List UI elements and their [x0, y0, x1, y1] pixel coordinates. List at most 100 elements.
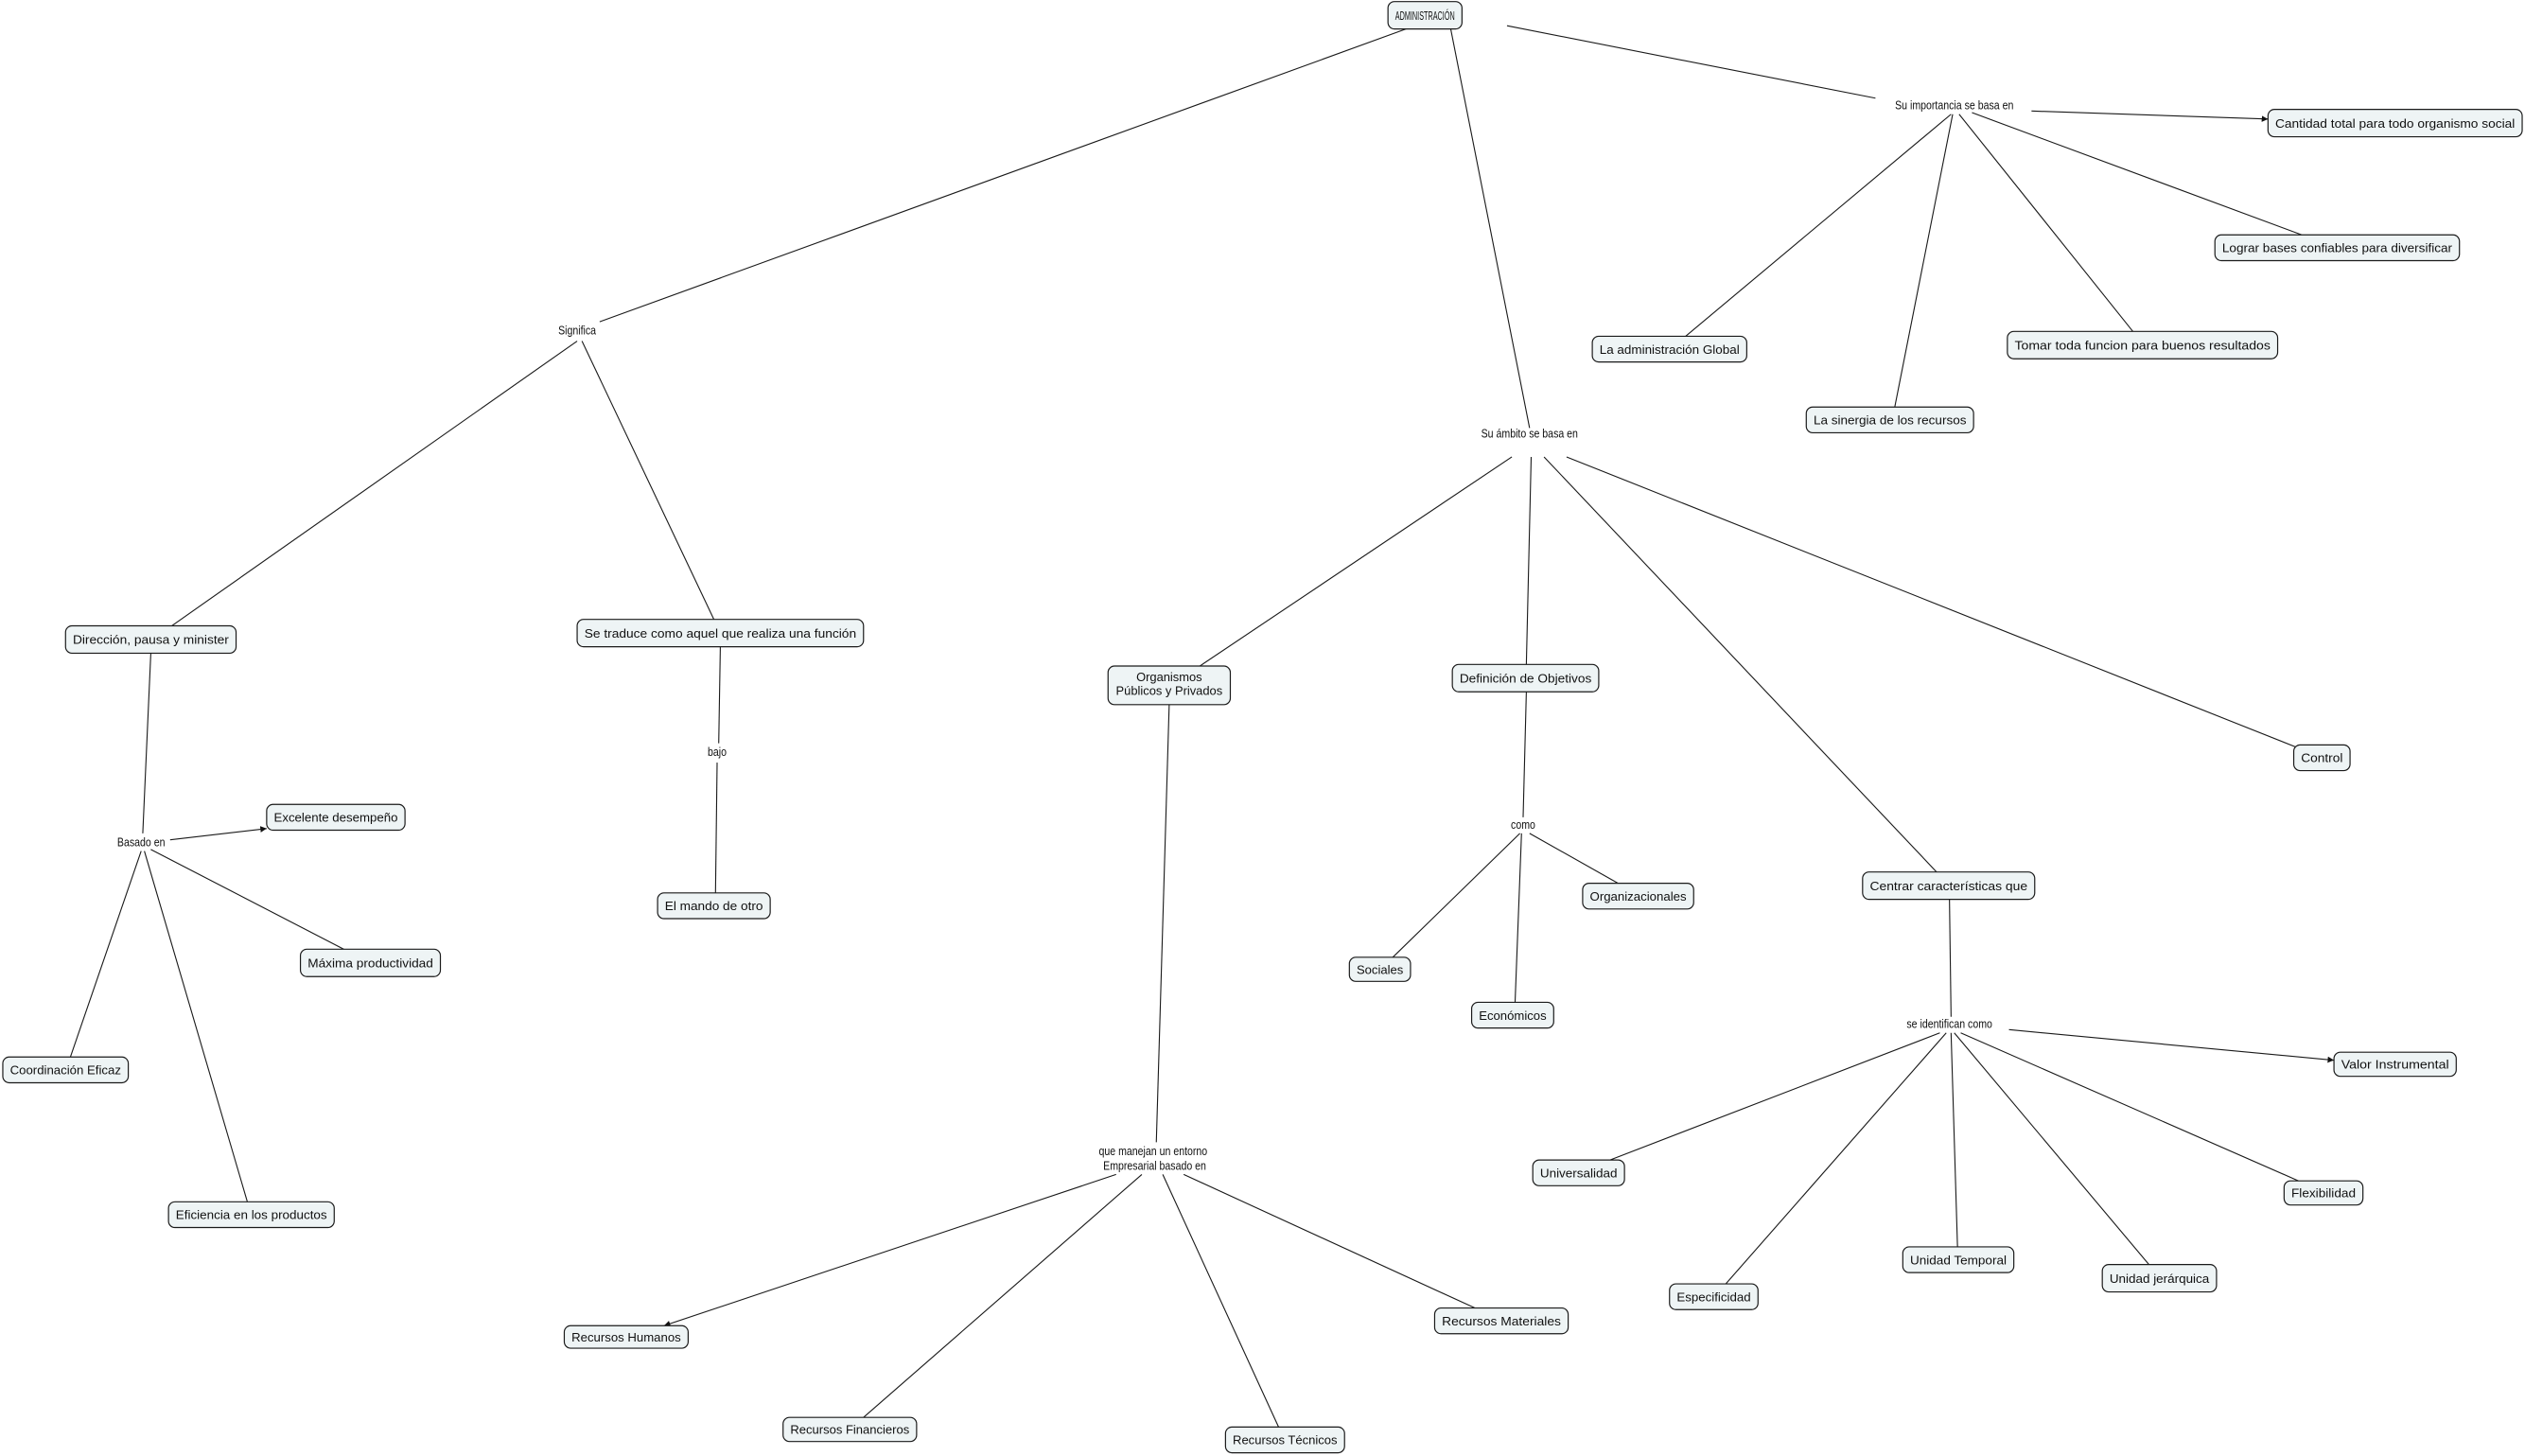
concept-label: Unidad Temporal: [1910, 1253, 2007, 1267]
connector-line: [1162, 1174, 1280, 1428]
connector-line: [144, 851, 248, 1202]
connector-line: [863, 1173, 1143, 1418]
concept-box: [2214, 234, 2461, 262]
concept-box: [2333, 1051, 2457, 1078]
connector-line: [1529, 833, 1619, 885]
concept-tecnicos[interactable]: Recursos Técnicos: [1224, 1426, 1345, 1454]
concept-label: Valor Instrumental: [2341, 1058, 2449, 1072]
concept-label: ADMINISTRACIÓN: [1395, 9, 1455, 23]
connector-line: [1954, 1032, 2149, 1265]
concept-box: [2283, 1180, 2364, 1206]
concept-label: Centrar características que: [1869, 879, 2027, 893]
concept-label: Cantidad total para todo organismo socia…: [2275, 116, 2515, 131]
concept-label: La sinergia de los recursos: [1814, 413, 1967, 428]
concept-excelente[interactable]: Excelente desempeño: [266, 803, 406, 832]
concept-label: Sociales: [1357, 962, 1403, 976]
connector-line: [69, 851, 142, 1058]
concept-global[interactable]: La administración Global: [1591, 335, 1747, 363]
connector-line: [171, 341, 578, 626]
concept-box: [2267, 109, 2523, 138]
concept-label: Se traduce como aquel que realiza una fu…: [585, 626, 856, 640]
connector-line: [1949, 899, 1952, 1017]
connector-line: [1449, 28, 1531, 429]
concept-box: [1532, 1159, 1625, 1186]
concept-box: [299, 948, 442, 977]
concept-materiales[interactable]: Recursos Materiales: [1433, 1307, 1569, 1335]
concept-jerarquica[interactable]: Unidad jerárquica: [2101, 1264, 2218, 1293]
concept-box: [64, 624, 237, 655]
concept-box: [1470, 1001, 1554, 1029]
concept-eficiencia[interactable]: Eficiencia en los productos: [167, 1201, 335, 1229]
concept-box: [1805, 406, 1974, 434]
connector-line: [1183, 1173, 1476, 1309]
concept-mando[interactable]: El mando de otro: [657, 892, 771, 920]
concept-definicion[interactable]: Definición de Objetivos: [1451, 663, 1600, 693]
linking-phrase-label: como: [1511, 817, 1535, 832]
linking-phrase-seident[interactable]: se identifican como: [1906, 1017, 1992, 1031]
connector-line: [142, 653, 151, 833]
concept-lograr[interactable]: Lograr bases confiables para diversifica…: [2214, 234, 2461, 262]
connector-line: [1960, 1032, 2299, 1182]
concept-label: Eficiencia en los productos: [176, 1208, 327, 1222]
concept-tomar[interactable]: Tomar toda funcion para buenos resultado…: [2007, 330, 2279, 360]
concept-label: El mando de otro: [665, 899, 763, 913]
linking-phrase-ambito[interactable]: Su ámbito se basa en: [1482, 427, 1578, 441]
concept-direccion[interactable]: Dirección, pausa y minister: [64, 624, 237, 655]
linking-phrase-manejan2[interactable]: Empresarial basado en: [1103, 1158, 1206, 1172]
concept-admin[interactable]: ADMINISTRACIÓN: [1387, 1, 1463, 30]
concept-box: [1451, 663, 1600, 693]
connector-line: [1950, 1032, 1958, 1247]
linking-phrase-label: Significa: [558, 324, 596, 338]
concept-label: Organismos: [1136, 670, 1202, 684]
concept-label: Tomar toda funcion para buenos resultado…: [2015, 339, 2271, 353]
concept-valor[interactable]: Valor Instrumental: [2333, 1051, 2457, 1078]
linking-phrase-bajo[interactable]: bajo: [708, 745, 727, 759]
concept-especificidad[interactable]: Especificidad: [1669, 1283, 1759, 1310]
connector-line: [1609, 1032, 1940, 1161]
concept-humanos[interactable]: Recursos Humanos: [563, 1324, 689, 1349]
concept-economicos[interactable]: Económicos: [1470, 1001, 1554, 1029]
concept-box: [657, 892, 771, 920]
concept-coord[interactable]: Coordinación Eficaz: [2, 1056, 130, 1084]
concept-box: [1433, 1307, 1569, 1335]
connector-line: [1725, 1032, 1947, 1285]
concept-label: Recursos Técnicos: [1233, 1433, 1338, 1447]
linking-phrase-como[interactable]: como: [1511, 817, 1535, 832]
linking-phrase-label: Su ámbito se basa en: [1482, 427, 1578, 441]
concept-box: [2101, 1264, 2218, 1293]
concept-centrar[interactable]: Centrar características que: [1862, 871, 2036, 901]
arrow-connector: [2031, 110, 2269, 122]
concept-label: Dirección, pausa y minister: [73, 633, 230, 647]
arrow-connector: [663, 1173, 1116, 1327]
connector-line: [1958, 114, 2133, 332]
concept-label: La administración Global: [1600, 342, 1740, 357]
concept-cantidad[interactable]: Cantidad total para todo organismo socia…: [2267, 109, 2523, 138]
linking-phrase-label: Basado en: [117, 834, 166, 849]
concept-label: Públicos y Privados: [1116, 684, 1223, 698]
concept-box: [1591, 335, 1747, 363]
connector-line: [1392, 833, 1520, 958]
linking-phrase-importancia[interactable]: Su importancia se basa en: [1895, 98, 2013, 113]
connector-line: [1543, 456, 1938, 873]
concept-universalidad[interactable]: Universalidad: [1532, 1159, 1625, 1186]
concept-maxima[interactable]: Máxima productividad: [299, 948, 442, 977]
linking-phrase-significa[interactable]: Significa: [558, 324, 596, 338]
connector-line: [718, 646, 721, 744]
linking-phrase-label: se identifican como: [1906, 1017, 1992, 1031]
concept-setraduce[interactable]: Se traduce como aquel que realiza una fu…: [576, 619, 865, 648]
concept-label: Especificidad: [1676, 1289, 1750, 1304]
concept-sociales[interactable]: Sociales: [1348, 956, 1412, 982]
concept-organizacionales[interactable]: Organizacionales: [1582, 883, 1694, 910]
concept-flexibilidad[interactable]: Flexibilidad: [2283, 1180, 2364, 1206]
connector-line: [599, 26, 1412, 323]
concept-box: [1348, 956, 1412, 982]
concept-control[interactable]: Control: [2292, 744, 2351, 772]
concept-sinergia[interactable]: La sinergia de los recursos: [1805, 406, 1974, 434]
linking-phrase-basado[interactable]: Basado en: [117, 834, 166, 849]
linking-phrase-manejan1[interactable]: que manejan un entorno: [1099, 1144, 1208, 1158]
concept-temporal[interactable]: Unidad Temporal: [1902, 1246, 2015, 1273]
concept-financieros[interactable]: Recursos Financieros: [782, 1416, 918, 1443]
concept-label: Económicos: [1479, 1009, 1546, 1023]
concept-box: [1107, 665, 1232, 706]
